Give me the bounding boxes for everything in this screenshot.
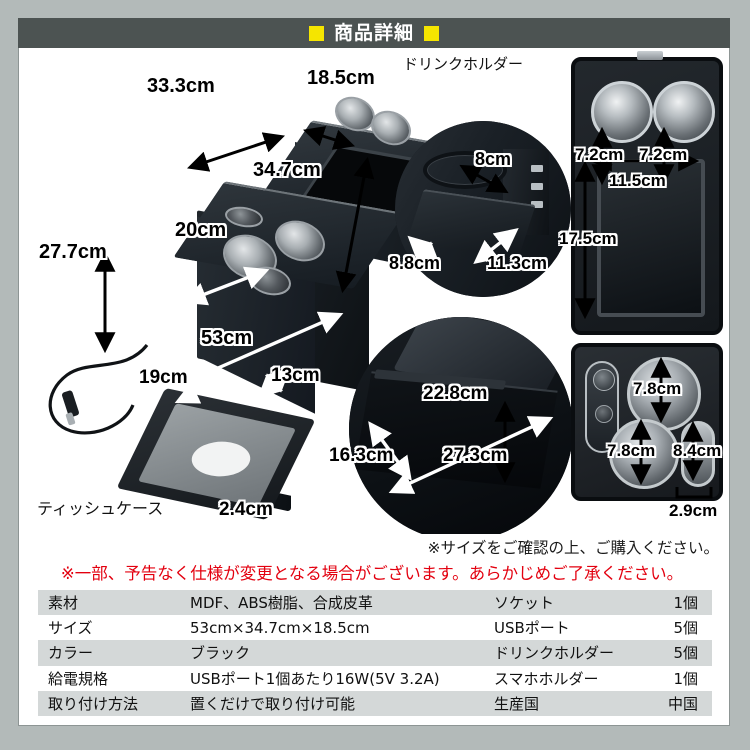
dimension-label-20cm: 20cm	[175, 219, 227, 241]
header-square-right-icon	[424, 25, 439, 41]
spec-value: ブラック	[176, 640, 482, 666]
dimension-label-16-3cm: 16.3cm	[329, 445, 394, 466]
top-view-cup-left	[591, 81, 653, 143]
spec-value: MDF、ABS樹脂、合成皮革	[176, 590, 482, 616]
spec-value: 中国	[636, 690, 712, 716]
page-title: 商品詳細	[333, 22, 414, 44]
size-check-notice: ※サイズをご確認の上、ご購入ください。	[427, 539, 719, 557]
spec-key: カラー	[38, 640, 176, 666]
voltmeter-gauge-icon	[593, 369, 615, 391]
spec-key: ソケット	[482, 590, 636, 616]
dimension-label-17-5cm: 17.5cm	[559, 229, 617, 248]
dimension-label-34-7cm: 34.7cm	[253, 159, 321, 181]
usb-port-icon-1	[531, 165, 543, 172]
dimension-label-22-8cm: 22.8cm	[423, 383, 488, 404]
dimension-label-19cm: 19cm	[139, 367, 188, 388]
usb-port-icon-2	[531, 183, 543, 190]
spec-key: ドリンクホルダー	[482, 640, 636, 666]
dimension-label-11-5cm: 11.5cm	[609, 171, 666, 190]
spec-key: 給電規格	[38, 665, 176, 691]
page-header: 商品詳細	[18, 18, 730, 48]
dimension-label-2-9cm: 2.9cm	[669, 501, 718, 520]
table-row: カラーブラック	[38, 640, 482, 666]
spec-key: スマホホルダー	[482, 665, 636, 691]
top-view-cup-right	[653, 81, 715, 143]
spec-value: 置くだけで取り付け可能	[176, 690, 482, 716]
usb-port-icon-3	[531, 201, 543, 208]
dimension-label-7-2cm-left: 7.2cm	[575, 145, 624, 164]
dimension-label-7-2cm-right: 7.2cm	[639, 145, 688, 164]
header-square-left-icon	[308, 25, 324, 41]
bottom-view-photo	[571, 343, 723, 501]
power-cable-icon	[48, 343, 149, 435]
dimension-label-18-5cm: 18.5cm	[307, 67, 375, 89]
spec-value: USBポート1個あたり16W(5V 3.2A)	[176, 665, 482, 691]
dimension-label-8-4cm: 8.4cm	[673, 441, 722, 460]
spec-key: 素材	[38, 590, 176, 616]
dimension-label-8cm: 8cm	[475, 149, 512, 169]
dimension-label-53cm: 53cm	[201, 327, 253, 349]
dimension-label-33-3cm: 33.3cm	[147, 75, 215, 97]
dimension-label-27-3cm: 27.3cm	[443, 445, 508, 466]
tissue-case-caption: ティッシュケース	[37, 501, 164, 518]
drink-holder-photo	[395, 121, 571, 297]
spec-key: 取り付け方法	[38, 690, 176, 716]
dimension-label-8-8cm: 8.8cm	[389, 253, 441, 273]
dimension-label-2-4cm: 2.4cm	[219, 499, 273, 520]
spec-value: 5個	[636, 615, 712, 641]
drink-holder-caption: ドリンクホルダー	[403, 56, 524, 73]
top-view-photo	[571, 57, 723, 335]
spec-value: 53cm×34.7cm×18.5cm	[176, 615, 482, 641]
interior-compartment-photo	[349, 317, 573, 534]
dimension-label-13cm: 13cm	[271, 365, 320, 386]
spec-value: 1個	[636, 665, 712, 691]
spec-value: 1個	[636, 590, 712, 616]
spec-key: USBポート	[482, 615, 636, 641]
dimension-label-11-3cm: 11.3cm	[487, 253, 548, 273]
spec-change-notice: ※一部、予告なく仕様が変更となる場合がございます。あらかじめご了承ください。	[60, 564, 684, 583]
spec-key: 生産国	[482, 690, 636, 716]
product-photo-collage: 33.3cm 18.5cm 34.7cm 20cm 27.7cm 53cm ドリ…	[19, 49, 729, 534]
spec-value: 5個	[636, 640, 712, 666]
spec-key: サイズ	[38, 615, 176, 641]
table-row: 取り付け方法置くだけで取り付け可能	[38, 690, 482, 716]
dimension-label-27-7cm: 27.7cm	[39, 241, 107, 263]
power-socket-icon	[595, 405, 613, 423]
top-view-hinge	[637, 51, 663, 60]
table-row: 生産国中国	[482, 690, 712, 716]
dimension-label-7-8cm-upper: 7.8cm	[633, 379, 682, 398]
dimension-label-7-8cm-lower: 7.8cm	[607, 441, 656, 460]
